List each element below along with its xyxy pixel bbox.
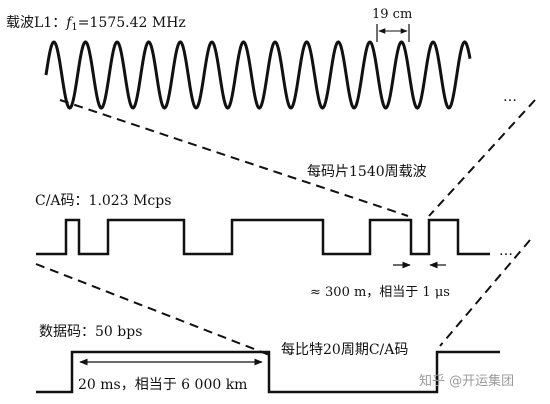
zoom-line-carrier-left	[59, 99, 409, 217]
carrier-ellipsis: …	[503, 89, 517, 105]
bits-per-ca-label: 每比特20周期C/A码	[281, 342, 408, 358]
bit-duration-label: 20 ms，相当于 6 000 km	[78, 377, 247, 393]
data-code-label: 数据码：50 bps	[39, 324, 142, 340]
ca-code-ellipsis: …	[499, 243, 513, 259]
chip-width-label: ≈ 300 m，相当于 1 μs	[310, 285, 450, 300]
wavelength-label: 19 cm	[372, 7, 412, 22]
ca-code-label: C/A码：1.023 Mcps	[35, 193, 171, 209]
chips-per-carrier-label: 每码片1540周载波	[307, 164, 427, 180]
watermark: 知乎 @开运集团	[419, 373, 514, 389]
carrier-label: 载波L1：f1=1575.42 MHz	[6, 15, 186, 33]
zoom-line-carrier-right	[428, 99, 536, 217]
zoom-line-ca-left	[35, 263, 273, 357]
carrier-sine-wave	[44, 40, 472, 110]
zoom-line-ca-right	[439, 239, 531, 347]
data-code-waveform	[36, 350, 500, 394]
ca-code-waveform	[36, 218, 490, 256]
